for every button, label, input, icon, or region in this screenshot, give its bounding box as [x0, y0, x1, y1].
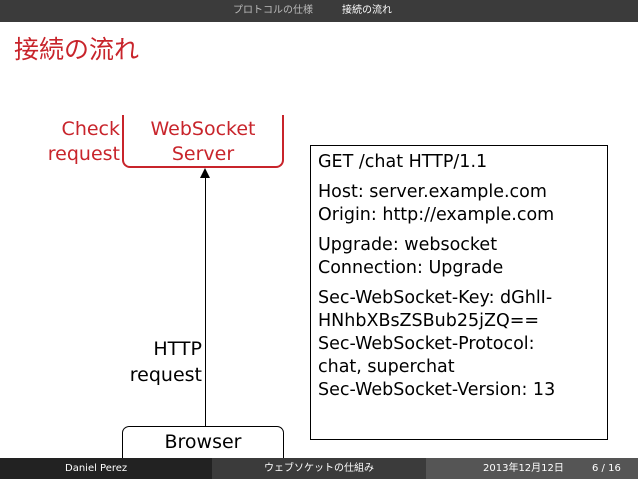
http-request-box: GET /chat HTTP/1.1 Host: server.example.… — [310, 145, 608, 440]
footer-right: 2013年12月12日 6 / 16 — [426, 458, 638, 479]
websocket-server-box — [122, 115, 284, 168]
page-title: 接続の流れ — [14, 35, 140, 64]
request-line: GET /chat HTTP/1.1 — [318, 152, 488, 172]
http-request-line: request — [129, 364, 202, 386]
footer-date: 2013年12月12日 — [483, 463, 564, 474]
server-label-line: WebSocket — [150, 118, 256, 140]
request-line: Connection: Upgrade — [318, 258, 504, 278]
request-line: Sec-WebSocket-Protocol: — [318, 334, 535, 354]
request-group: Upgrade: websocket Connection: Upgrade — [318, 234, 607, 280]
http-request-label: HTTP request — [118, 336, 202, 388]
check-request-label: Check request — [24, 117, 120, 167]
request-line: HNhbXBsZSBub25jZQ== — [318, 311, 540, 331]
request-line: Host: server.example.com — [318, 182, 547, 202]
nav-item-protocol-spec[interactable]: プロトコルの仕様 — [233, 5, 313, 16]
request-line: Sec-WebSocket-Key: dGhlI- — [318, 288, 553, 308]
request-line: chat, superchat — [318, 357, 455, 377]
top-navigation: プロトコルの仕様 接続の流れ — [0, 0, 638, 22]
arrow-up-icon — [200, 168, 210, 178]
page-number: 6 / 16 — [592, 463, 621, 474]
request-line: Origin: http://example.com — [318, 205, 555, 225]
footer-title: ウェブソケットの仕組み — [212, 458, 426, 479]
request-line: Upgrade: websocket — [318, 235, 498, 255]
nav-item-connection-flow[interactable]: 接続の流れ — [322, 0, 412, 22]
server-label-line: Server — [171, 143, 235, 165]
browser-box: Browser — [122, 426, 284, 458]
check-request-line: request — [47, 143, 120, 165]
request-group: Sec-WebSocket-Key: dGhlI- HNhbXBsZSBub25… — [318, 287, 607, 402]
check-request-line: Check — [61, 118, 120, 140]
footer-author: Daniel Perez — [0, 458, 212, 479]
request-arrow-line — [205, 176, 206, 426]
request-group: Host: server.example.com Origin: http://… — [318, 181, 607, 227]
websocket-server-label: WebSocket Server — [122, 117, 284, 167]
request-line: Sec-WebSocket-Version: 13 — [318, 380, 556, 400]
request-group: GET /chat HTTP/1.1 — [318, 151, 607, 174]
footer: Daniel Perez ウェブソケットの仕組み 2013年12月12日 6 /… — [0, 458, 638, 479]
http-request-line: HTTP — [153, 338, 202, 360]
